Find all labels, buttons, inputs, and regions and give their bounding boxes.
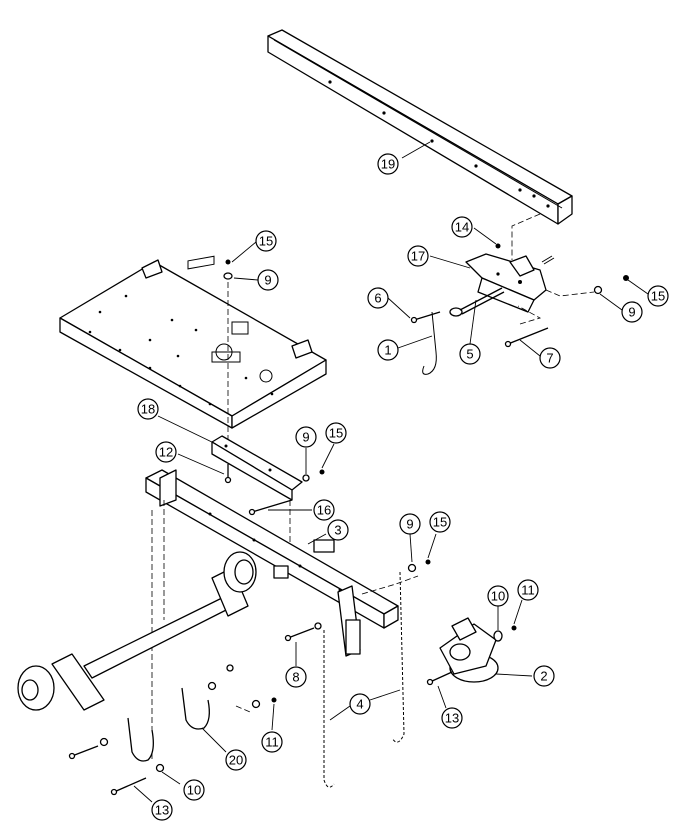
main-frame-part: [145, 469, 399, 657]
cotter-pin-part: [541, 255, 555, 265]
callout-13: 13: [441, 707, 463, 729]
svg-text:11: 11: [265, 735, 279, 750]
svg-text:14: 14: [455, 220, 469, 235]
callout-9: 9: [399, 513, 421, 535]
callout-1: 1: [377, 339, 399, 361]
washer-nut-part: [493, 625, 517, 642]
svg-text:1: 1: [384, 343, 391, 358]
spacer-channel-part: [211, 435, 303, 501]
nut-part: [425, 559, 431, 565]
callout-11: 11: [517, 579, 539, 601]
callout-8: 8: [285, 666, 307, 688]
bolt-guide-line: [517, 305, 542, 325]
washer-part: [223, 272, 233, 280]
bolt-part: [426, 671, 453, 686]
deck-plate-part: [59, 255, 327, 429]
callout-15: 15: [255, 230, 277, 252]
bolt-part: [68, 737, 109, 760]
svg-text:19: 19: [381, 157, 395, 172]
decal-part: [313, 539, 335, 553]
bolt-part: [110, 777, 147, 796]
u-bolt-part: [127, 687, 210, 762]
callout-15: 15: [429, 511, 451, 533]
callout-17: 17: [407, 245, 429, 267]
bolt-part: [224, 464, 232, 484]
svg-text:9: 9: [302, 430, 309, 445]
bolt-part: [284, 622, 322, 642]
svg-text:12: 12: [159, 445, 173, 460]
callout-7: 7: [539, 347, 561, 369]
svg-text:4: 4: [356, 697, 363, 712]
bolt-part: [248, 499, 293, 516]
callout-4: 4: [349, 693, 371, 715]
safety-chain-part: [391, 571, 405, 743]
safety-chain-part: [323, 630, 335, 788]
svg-text:11: 11: [521, 583, 535, 598]
tongue-bar-guide-line: [511, 213, 541, 260]
svg-text:18: 18: [141, 402, 155, 417]
callout-9: 9: [257, 269, 279, 291]
leader-lines: [133, 141, 649, 803]
svg-text:6: 6: [374, 291, 381, 306]
bolt-part: [504, 327, 549, 348]
svg-text:10: 10: [187, 783, 201, 798]
svg-text:9: 9: [264, 273, 271, 288]
svg-text:16: 16: [317, 503, 331, 518]
pin-guide-line: [545, 289, 595, 297]
svg-text:9: 9: [406, 517, 413, 532]
svg-text:13: 13: [445, 711, 459, 726]
fastener-part: [302, 469, 325, 482]
svg-text:17: 17: [411, 249, 425, 264]
u-bolt-guide-line: [235, 705, 251, 713]
nut-part: [495, 243, 501, 249]
washer-nut-part: [593, 275, 629, 295]
callout-12: 12: [155, 441, 177, 463]
callout-6: 6: [367, 287, 389, 309]
callout-15: 15: [647, 285, 669, 307]
washer-part: [407, 563, 417, 573]
callout-19: 19: [377, 153, 399, 175]
callout-3: 3: [327, 519, 349, 541]
callout-2: 2: [533, 665, 555, 687]
svg-text:7: 7: [546, 351, 553, 366]
callout-9: 9: [621, 301, 643, 323]
pin-part: [449, 287, 505, 317]
callout-18: 18: [137, 398, 159, 420]
callout-15: 15: [325, 422, 347, 444]
svg-text:20: 20: [229, 753, 243, 768]
callout-11: 11: [261, 731, 283, 753]
svg-text:15: 15: [259, 234, 273, 249]
callout-10: 10: [183, 779, 205, 801]
coupler-guide-line: [361, 575, 419, 595]
callout-16: 16: [313, 499, 335, 521]
callout-14: 14: [451, 216, 473, 238]
callout-10: 10: [487, 585, 509, 607]
safety-wire-part: [422, 311, 437, 375]
svg-text:5: 5: [466, 347, 473, 362]
svg-text:15: 15: [651, 289, 665, 304]
svg-text:3: 3: [334, 523, 341, 538]
decal-part: [273, 565, 289, 579]
axle-part: [17, 551, 257, 711]
svg-text:13: 13: [155, 803, 169, 818]
callout-20: 20: [225, 749, 247, 771]
nut-part: [225, 259, 231, 265]
coupler-part: [439, 617, 499, 683]
tongue-bar-part: [267, 29, 573, 225]
callout-9: 9: [295, 426, 317, 448]
hardware-part: [155, 664, 277, 773]
svg-text:10: 10: [491, 589, 505, 604]
svg-text:8: 8: [292, 670, 299, 685]
screw-part: [410, 311, 441, 324]
callout-13: 13: [151, 799, 173, 821]
coupler-bracket-part: [465, 253, 547, 313]
svg-text:15: 15: [329, 426, 343, 441]
svg-text:2: 2: [540, 669, 547, 684]
svg-text:15: 15: [433, 515, 447, 530]
svg-text:9: 9: [628, 305, 635, 320]
callout-5: 5: [459, 343, 481, 365]
